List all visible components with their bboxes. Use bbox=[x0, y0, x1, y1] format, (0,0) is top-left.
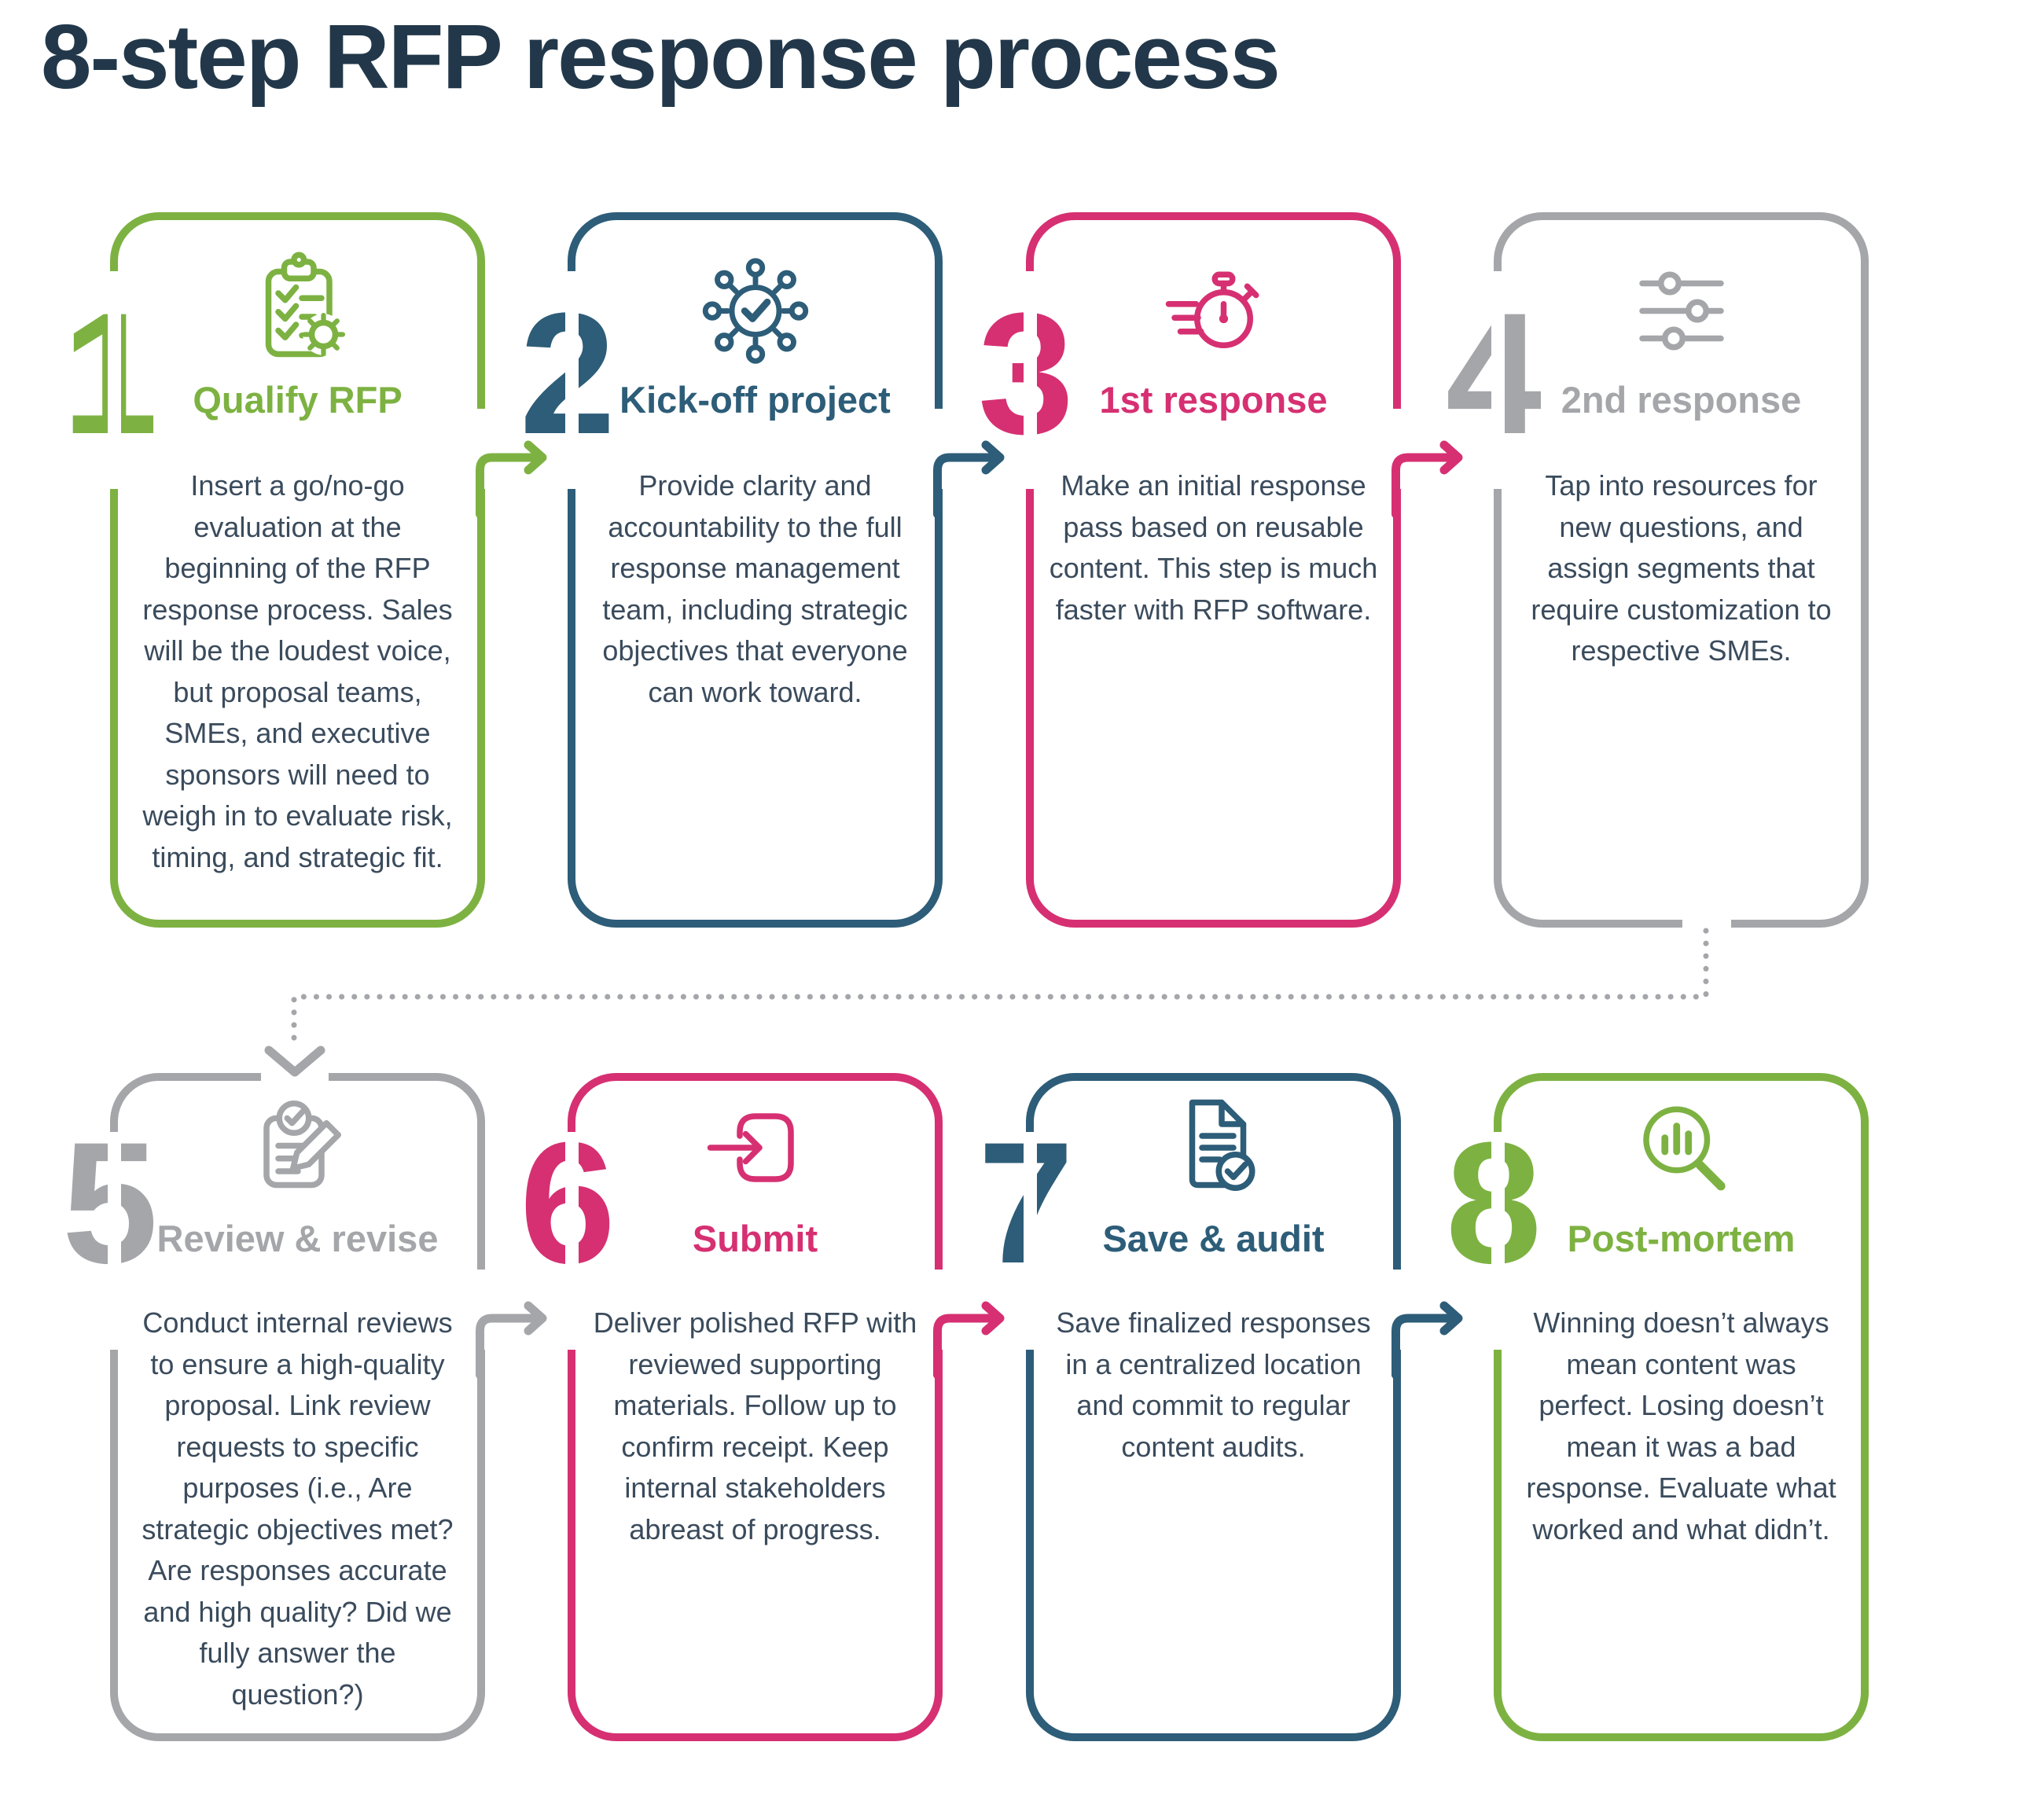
step-title: 2nd response bbox=[1561, 379, 1802, 421]
left-border-gap bbox=[108, 271, 121, 489]
page-title: 8-step RFP response process bbox=[41, 6, 1281, 108]
arrow-step-3-to-step-4 bbox=[1391, 440, 1463, 519]
arrow-step-6-to-step-7 bbox=[933, 1301, 1005, 1380]
left-border-gap bbox=[1024, 1132, 1037, 1350]
step-title: 1st response bbox=[1099, 379, 1328, 421]
sliders-icon bbox=[1638, 271, 1724, 351]
step-card-2 bbox=[568, 212, 943, 928]
top-border-gap bbox=[261, 1070, 329, 1084]
step-description: Tap into resources for new questions, an… bbox=[1531, 469, 1832, 667]
arrow-step-5-to-step-6 bbox=[476, 1301, 547, 1380]
step-title: Submit bbox=[692, 1218, 818, 1259]
left-border-gap bbox=[1024, 271, 1037, 489]
step-card-3 bbox=[1026, 212, 1401, 928]
step-title: Post-mortem bbox=[1567, 1218, 1796, 1259]
step-card-7 bbox=[1026, 1073, 1401, 1741]
notepad-pencil-check-icon bbox=[263, 1101, 341, 1189]
step-description: Deliver polished RFP with reviewed suppo… bbox=[593, 1306, 917, 1545]
bottom-border-gap bbox=[1682, 917, 1731, 932]
step-description: Save finalized responses in a centralize… bbox=[1056, 1306, 1371, 1463]
step-card-8 bbox=[1494, 1073, 1869, 1741]
left-border-gap bbox=[565, 271, 579, 489]
clipboard-checklist-gear-icon bbox=[265, 252, 345, 358]
left-border-gap bbox=[565, 1132, 579, 1350]
step-title: Qualify RFP bbox=[193, 379, 403, 421]
step-title: Save & audit bbox=[1102, 1218, 1325, 1259]
magnifier-bar-chart-icon bbox=[1642, 1106, 1726, 1191]
step-card-1 bbox=[110, 212, 485, 928]
network-check-icon bbox=[702, 258, 808, 364]
step-card-4 bbox=[1494, 212, 1869, 928]
arrow-step-2-to-step-3 bbox=[933, 440, 1005, 519]
step-title: Kick-off project bbox=[619, 379, 891, 421]
step-description: Make an initial response pass based on r… bbox=[1049, 469, 1378, 626]
submit-arrow-icon bbox=[707, 1113, 794, 1182]
document-check-icon bbox=[1189, 1099, 1255, 1191]
arrow-step-1-to-step-2 bbox=[476, 440, 547, 519]
left-border-gap bbox=[1491, 1132, 1505, 1350]
step-card-6 bbox=[568, 1073, 943, 1741]
step-description: Insert a go/no-go evaluation at the begi… bbox=[142, 469, 453, 873]
dotted-connector-step-4-to-step-5 bbox=[291, 928, 1709, 1049]
step-description: Provide clarity and accountability to th… bbox=[602, 469, 908, 708]
left-border-gap bbox=[108, 1132, 121, 1350]
connector-arrowhead-icon bbox=[264, 1045, 325, 1077]
step-description: Conduct internal reviews to ensure a hig… bbox=[142, 1306, 454, 1711]
stopwatch-icon bbox=[1165, 271, 1259, 348]
left-border-gap bbox=[1491, 271, 1505, 489]
arrow-step-7-to-step-8 bbox=[1391, 1301, 1463, 1380]
step-title: Review & revise bbox=[156, 1218, 439, 1259]
step-description: Winning doesn’t always mean content was … bbox=[1526, 1306, 1836, 1545]
